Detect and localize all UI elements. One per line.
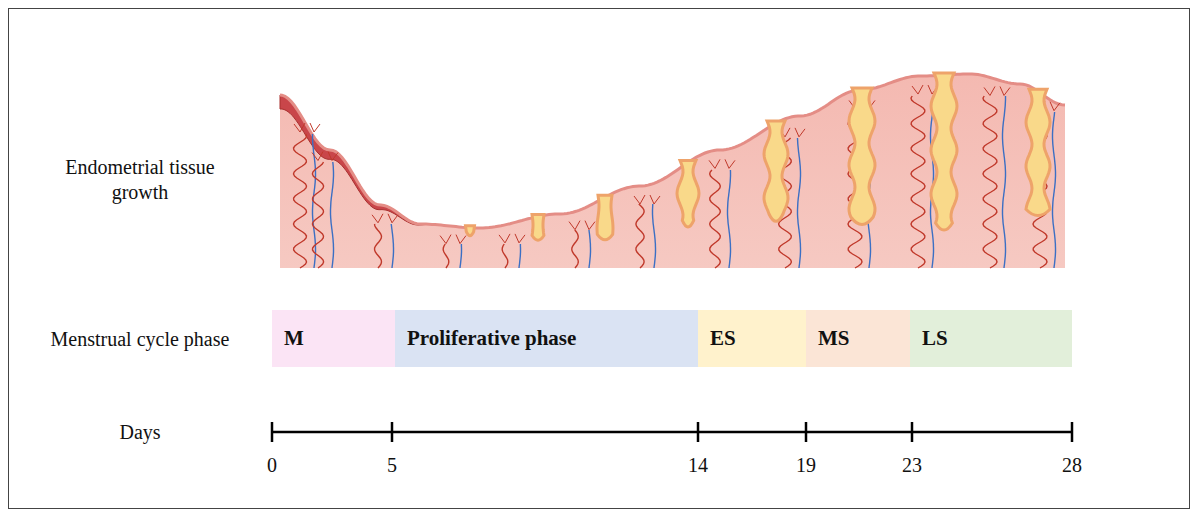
uterine-gland	[931, 73, 957, 230]
phase-name: M	[284, 326, 304, 351]
capillary	[569, 221, 595, 230]
spiral-artery	[443, 244, 449, 268]
capillary	[634, 195, 660, 204]
phase-name: ES	[710, 326, 736, 351]
phase-band: MS	[806, 310, 910, 367]
phase-band: Proliferative phase	[395, 310, 698, 367]
capillary	[984, 86, 1010, 95]
spiral-artery	[911, 96, 925, 268]
vein	[519, 244, 521, 268]
capillary	[440, 235, 466, 244]
uterine-gland	[764, 121, 788, 221]
capillary	[294, 123, 320, 132]
capillary	[312, 152, 338, 161]
spiral-artery	[572, 230, 579, 268]
phase-band: M	[272, 310, 395, 367]
phase-name: Proliferative phase	[407, 326, 576, 351]
phase-band: ES	[698, 310, 806, 367]
day-number: 5	[387, 453, 397, 478]
uterine-gland	[597, 195, 613, 239]
capillary	[372, 214, 398, 223]
spiral-artery	[710, 170, 721, 268]
day-number: 0	[267, 453, 277, 478]
shedding-layer	[280, 95, 430, 225]
capillary	[499, 234, 525, 243]
phase-name: LS	[922, 326, 948, 351]
day-axis	[272, 422, 1072, 442]
vein	[653, 204, 656, 268]
spiral-artery	[375, 224, 382, 268]
row-label: Endometrial tissue growth	[35, 155, 245, 205]
spiral-artery	[312, 162, 323, 268]
vein	[1003, 96, 1006, 268]
spiral-artery	[294, 134, 307, 268]
spiral-artery	[983, 96, 997, 268]
spiral-artery	[502, 244, 508, 268]
spiral-artery	[636, 204, 644, 268]
row-label: Menstrual cycle phase	[45, 327, 235, 352]
day-number: 28	[1062, 453, 1082, 478]
uterine-gland	[1026, 89, 1050, 215]
phase-name: MS	[818, 326, 850, 351]
uterine-gland	[532, 215, 544, 241]
endometrium-drawing	[280, 73, 1065, 268]
row-label: Days	[45, 420, 235, 445]
uterine-gland	[849, 88, 875, 225]
uterine-gland	[466, 226, 475, 236]
phase-band: LS	[910, 310, 1072, 367]
tissue-body	[280, 74, 1065, 268]
day-number: 14	[688, 453, 708, 478]
vein	[1053, 112, 1056, 268]
day-number: 23	[902, 453, 922, 478]
vein	[391, 224, 393, 268]
vein	[728, 170, 731, 268]
capillary	[709, 159, 735, 168]
vein	[460, 244, 462, 268]
day-number: 19	[796, 453, 816, 478]
vein	[589, 230, 591, 268]
vein	[331, 162, 334, 268]
frame	[9, 9, 1190, 509]
uterine-gland	[677, 160, 699, 227]
vein	[798, 138, 801, 268]
